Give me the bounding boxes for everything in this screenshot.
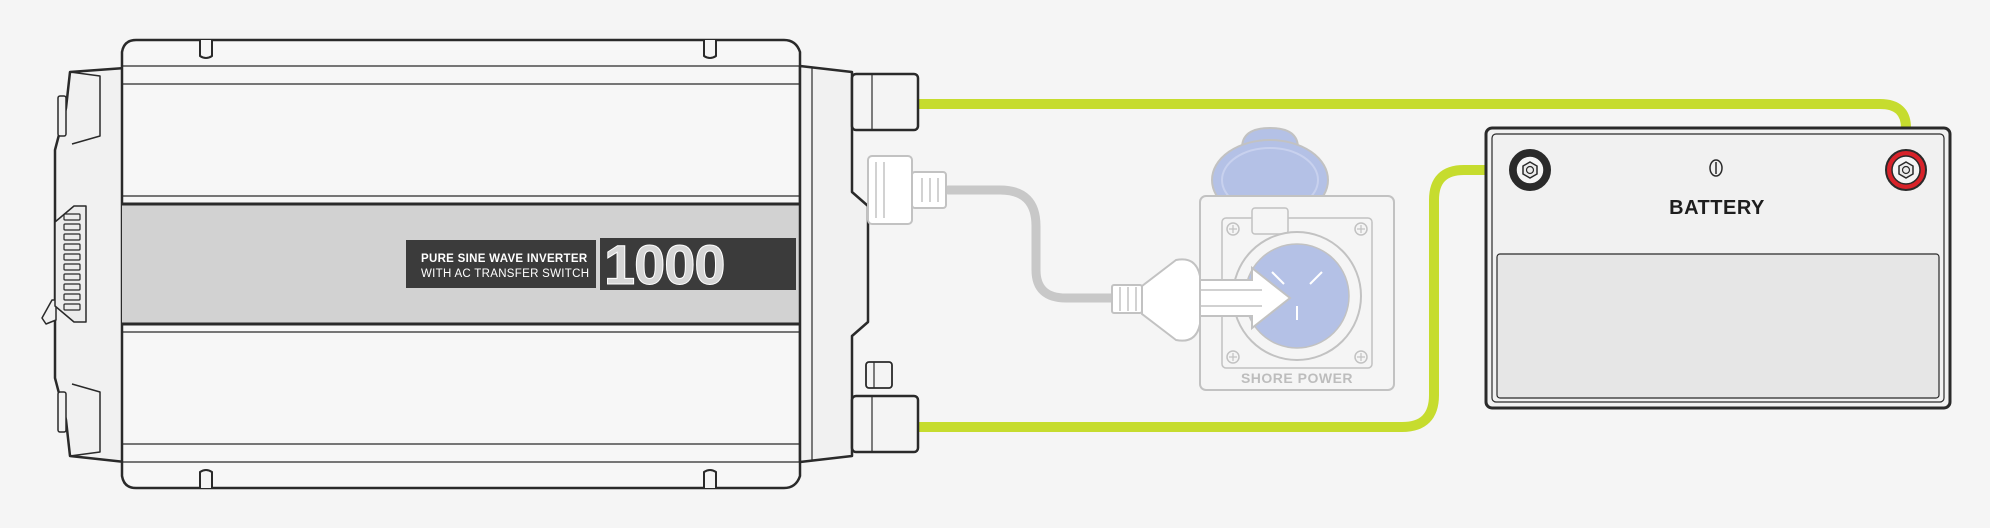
ac-input-plug bbox=[867, 155, 947, 225]
inverter-label-line2: WITH AC TRANSFER SWITCH bbox=[421, 268, 589, 280]
inverter-unit bbox=[41, 38, 920, 490]
dc-positive-terminal bbox=[850, 72, 920, 132]
shore-power-outlet bbox=[1199, 126, 1395, 391]
battery-negative-terminal bbox=[1509, 149, 1551, 191]
inverter-left-cap bbox=[53, 66, 127, 464]
ac-cable bbox=[943, 185, 1123, 303]
battery-positive-terminal bbox=[1885, 149, 1927, 191]
shore-power-label: SHORE POWER bbox=[1241, 370, 1353, 386]
negative-cable bbox=[913, 165, 1531, 432]
battery-unit bbox=[1484, 126, 1952, 410]
model-number-box bbox=[600, 238, 796, 290]
battery-label: BATTERY bbox=[1669, 197, 1765, 219]
battery-label-panel bbox=[1496, 253, 1940, 399]
dc-negative-terminal bbox=[850, 394, 920, 454]
shore-power-plug bbox=[1111, 258, 1292, 342]
inverter-model-number: 1000 bbox=[604, 233, 725, 296]
inverter-label-box bbox=[406, 240, 596, 288]
battery-vent-cap bbox=[1709, 159, 1723, 177]
inverter-label-line1: PURE SINE WAVE INVERTER bbox=[421, 253, 588, 265]
